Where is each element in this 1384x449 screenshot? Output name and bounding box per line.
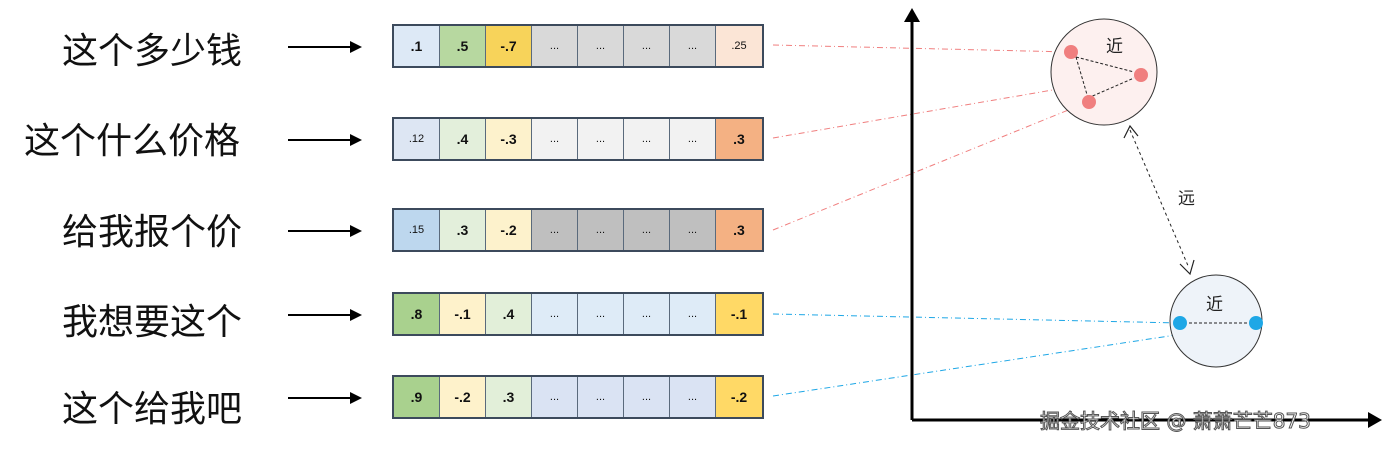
vector-cell: ... xyxy=(670,210,716,250)
vector-cell: .5 xyxy=(440,26,486,66)
vector-cell: ... xyxy=(624,26,670,66)
vector-cell: ... xyxy=(578,119,624,159)
vector-cell: .12 xyxy=(394,119,440,159)
near-label-top: 近 xyxy=(1106,37,1123,57)
vector-cell: -.2 xyxy=(716,377,762,417)
vector-cell: ... xyxy=(532,294,578,334)
vector-cell: .4 xyxy=(440,119,486,159)
embedding-vector-5: .9-.2.3............-.2 xyxy=(392,375,764,419)
vector-cell: ... xyxy=(624,377,670,417)
phrase-label-3: 给我报个价 xyxy=(62,212,243,253)
vector-cell: .15 xyxy=(394,210,440,250)
vector-cell: .3 xyxy=(716,210,762,250)
cluster-point xyxy=(1082,95,1096,109)
vector-cell: .4 xyxy=(486,294,532,334)
vector-cell: .8 xyxy=(394,294,440,334)
projection-line xyxy=(772,101,1089,231)
cluster-point xyxy=(1134,68,1148,82)
vector-cell: ... xyxy=(578,210,624,250)
phrase-label-2: 这个什么价格 xyxy=(24,121,241,162)
vector-cell: .9 xyxy=(394,377,440,417)
arrow-right-icon xyxy=(288,134,362,146)
cluster-circle-top xyxy=(1050,18,1158,126)
far-label: 远 xyxy=(1178,189,1195,209)
vector-cell: -.3 xyxy=(486,119,532,159)
cluster-point xyxy=(1249,316,1263,330)
vector-cell: .3 xyxy=(440,210,486,250)
vector-cell: ... xyxy=(670,119,716,159)
x-axis-arrow-icon xyxy=(1368,412,1382,428)
phrase-label-5: 这个给我吧 xyxy=(62,389,243,430)
cluster-point xyxy=(1173,316,1187,330)
cluster-point xyxy=(1064,45,1078,59)
vector-cell: ... xyxy=(578,377,624,417)
vector-cell: .3 xyxy=(486,377,532,417)
vector-cell: ... xyxy=(578,26,624,66)
arrow-right-icon xyxy=(288,225,362,237)
vector-cell: ... xyxy=(532,119,578,159)
phrase-label-4: 我想要这个 xyxy=(62,302,243,343)
vector-cell: ... xyxy=(624,210,670,250)
vector-cell: .3 xyxy=(716,119,762,159)
projection-line xyxy=(772,74,1141,139)
vector-cell: ... xyxy=(578,294,624,334)
vector-cell: -.1 xyxy=(716,294,762,334)
arrow-right-icon xyxy=(288,41,362,53)
arrow-right-icon xyxy=(288,392,362,404)
embedding-vector-3: .15.3-.2.............3 xyxy=(392,208,764,252)
embedding-vector-2: .12.4-.3.............3 xyxy=(392,117,764,161)
vector-cell: -.1 xyxy=(440,294,486,334)
near-label-bottom: 近 xyxy=(1206,295,1223,315)
watermark: 掘金技术社区 @ 萧萧芒芒873 xyxy=(1040,409,1312,434)
vector-cell: -.7 xyxy=(486,26,532,66)
projection-line xyxy=(772,313,1181,324)
arrow-right-icon xyxy=(288,309,362,321)
vector-cell: -.2 xyxy=(440,377,486,417)
vector-cell: ... xyxy=(532,26,578,66)
vector-cell: ... xyxy=(532,210,578,250)
embedding-vector-1: .1.5-.7.............25 xyxy=(392,24,764,68)
vector-cell: .25 xyxy=(716,26,762,66)
vector-cell: -.2 xyxy=(486,210,532,250)
vector-cell: ... xyxy=(670,26,716,66)
vector-cell: ... xyxy=(624,294,670,334)
phrase-label-1: 这个多少钱 xyxy=(62,31,243,72)
vector-cell: ... xyxy=(670,377,716,417)
embedding-vector-4: .8-.1.4............-.1 xyxy=(392,292,764,336)
distance-link xyxy=(1129,129,1190,269)
vector-cell: ... xyxy=(670,294,716,334)
projection-line xyxy=(772,44,1071,53)
vector-cell: ... xyxy=(532,377,578,417)
vector-cell: .1 xyxy=(394,26,440,66)
y-axis-arrow-icon xyxy=(904,8,920,22)
vector-cell: ... xyxy=(624,119,670,159)
